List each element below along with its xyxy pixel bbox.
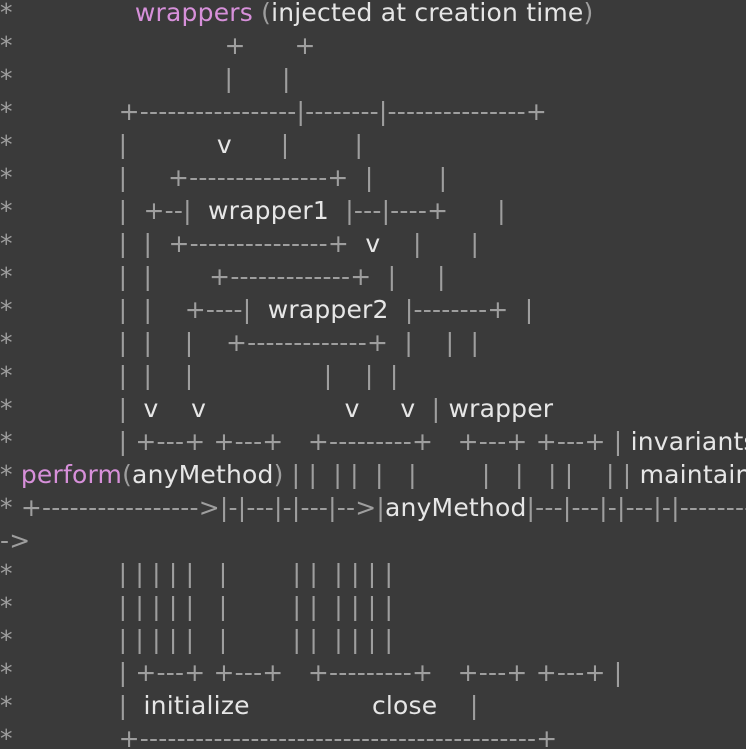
- ascii-art-token: * +-------------------------------------…: [0, 724, 558, 749]
- identifier-token: v: [365, 229, 381, 258]
- identifier-token: close: [371, 691, 438, 720]
- identifier-token: v: [143, 394, 159, 423]
- code-line: * +-----------------|--------|----------…: [0, 95, 547, 128]
- ascii-art-token: * | | | | | | | | | | | |: [0, 559, 394, 588]
- ascii-art-token: ) | | | | | | | | | | | |: [273, 460, 640, 489]
- identifier-token: wrapper2: [267, 295, 389, 324]
- ascii-art-token: ->: [0, 526, 31, 555]
- ascii-art-token: |: [437, 691, 479, 720]
- ascii-art-token: [360, 394, 401, 423]
- identifier-token: v: [400, 394, 416, 423]
- identifier-token: wrapper: [448, 394, 554, 423]
- code-line: * | | | +-------------+ | | |: [0, 326, 479, 359]
- ascii-art-token: * | | +-------------+ | |: [0, 262, 446, 291]
- code-line: * | | +---------------+ v | |: [0, 227, 479, 260]
- identifier-token: invariants: [630, 427, 746, 456]
- code-line: * | |: [0, 62, 291, 95]
- ascii-art-token: |---|---|-|---|-|--------: [526, 493, 746, 522]
- ascii-art-token: * +----------------->|-|---|-|---|-->|: [0, 493, 385, 522]
- ascii-art-token: * | +---------------+ | |: [0, 163, 448, 192]
- ascii-art-token: * | | | +-------------+ | | |: [0, 328, 480, 357]
- ascii-art-token: [159, 394, 192, 423]
- identifier-token: wrapper1: [208, 196, 329, 225]
- code-line: * | | | | | |: [0, 359, 398, 392]
- code-line: * perform(anyMethod) | | | | | | | | | |…: [0, 458, 746, 491]
- ascii-art-token: *: [0, 0, 13, 27]
- ascii-art-token: |---|----+ |: [328, 196, 506, 225]
- keyword-token: wrappers: [134, 0, 253, 27]
- ascii-art-token: * | +---+ +---+ +---------+ +---+ +---+ …: [0, 427, 631, 456]
- ascii-art-token: * | +--|: [0, 196, 209, 225]
- ascii-art-token: * +-----------------|--------|----------…: [0, 97, 547, 126]
- identifier-token: anyMethod: [132, 460, 274, 489]
- code-line: * | v v v v | wrapper: [0, 392, 553, 425]
- ascii-art-token: * |: [0, 130, 217, 159]
- code-line: * wrappers (injected at creation time): [0, 0, 593, 29]
- identifier-token: initialize: [143, 691, 250, 720]
- code-line: * | | +-------------+ | |: [0, 260, 446, 293]
- code-line: * | +--| wrapper1 |---|----+ |: [0, 194, 506, 227]
- code-line: ->: [0, 524, 30, 557]
- code-line: * | initialize close |: [0, 689, 479, 722]
- code-line: * | +---------------+ | |: [0, 161, 447, 194]
- identifier-token: anyMethod: [385, 493, 527, 522]
- ascii-art-token: |--------+ |: [388, 295, 534, 324]
- code-line: * | | | | | | | | | | | |: [0, 557, 393, 590]
- code-line: * +-------------------------------------…: [0, 722, 557, 749]
- code-line: * | | | | | | | | | | | |: [0, 623, 393, 656]
- ascii-art-token: * | | | | | |: [0, 361, 399, 390]
- code-line: * | +---+ +---+ +---------+ +---+ +---+ …: [0, 656, 622, 689]
- ascii-art-token: |: [415, 394, 449, 423]
- ascii-art-token: * |: [0, 691, 144, 720]
- identifier-token: injected at creation time: [271, 0, 584, 27]
- ascii-art-token: * | | +----|: [0, 295, 268, 324]
- ascii-art-token: *: [0, 460, 21, 489]
- ascii-art-token: (: [252, 0, 272, 27]
- code-line: * | +---+ +---+ +---------+ +---+ +---+ …: [0, 425, 746, 458]
- identifier-token: v: [216, 130, 232, 159]
- ascii-art-token: [13, 0, 135, 27]
- code-line: * | v | |: [0, 128, 363, 161]
- ascii-art-token: [206, 394, 345, 423]
- identifier-token: v: [344, 394, 360, 423]
- identifier-token: v: [191, 394, 207, 423]
- ascii-art-token: * | | +---------------+: [0, 229, 366, 258]
- ascii-art-token: * + +: [0, 31, 316, 60]
- code-line: * +----------------->|-|---|-|---|-->|an…: [0, 491, 746, 524]
- ascii-art-token: ): [583, 0, 594, 27]
- ascii-art-token: | |: [380, 229, 480, 258]
- code-line: * | | +----| wrapper2 |--------+ |: [0, 293, 533, 326]
- ascii-art-token: * | |: [0, 64, 291, 93]
- ascii-art-token: (: [122, 460, 133, 489]
- code-line: * + +: [0, 29, 316, 62]
- ascii-art-token: * | | | | | | | | | | | |: [0, 625, 394, 654]
- ascii-art-token: [250, 691, 372, 720]
- identifier-token: maintained: [639, 460, 746, 489]
- ascii-art-token: * | +---+ +---+ +---------+ +---+ +---+ …: [0, 658, 623, 687]
- code-line: * | | | | | | | | | | | |: [0, 590, 393, 623]
- keyword-token: perform: [20, 460, 123, 489]
- ascii-art-token: * | | | | | | | | | | | |: [0, 592, 394, 621]
- ascii-art-token: * |: [0, 394, 144, 423]
- ascii-art-token: | |: [231, 130, 364, 159]
